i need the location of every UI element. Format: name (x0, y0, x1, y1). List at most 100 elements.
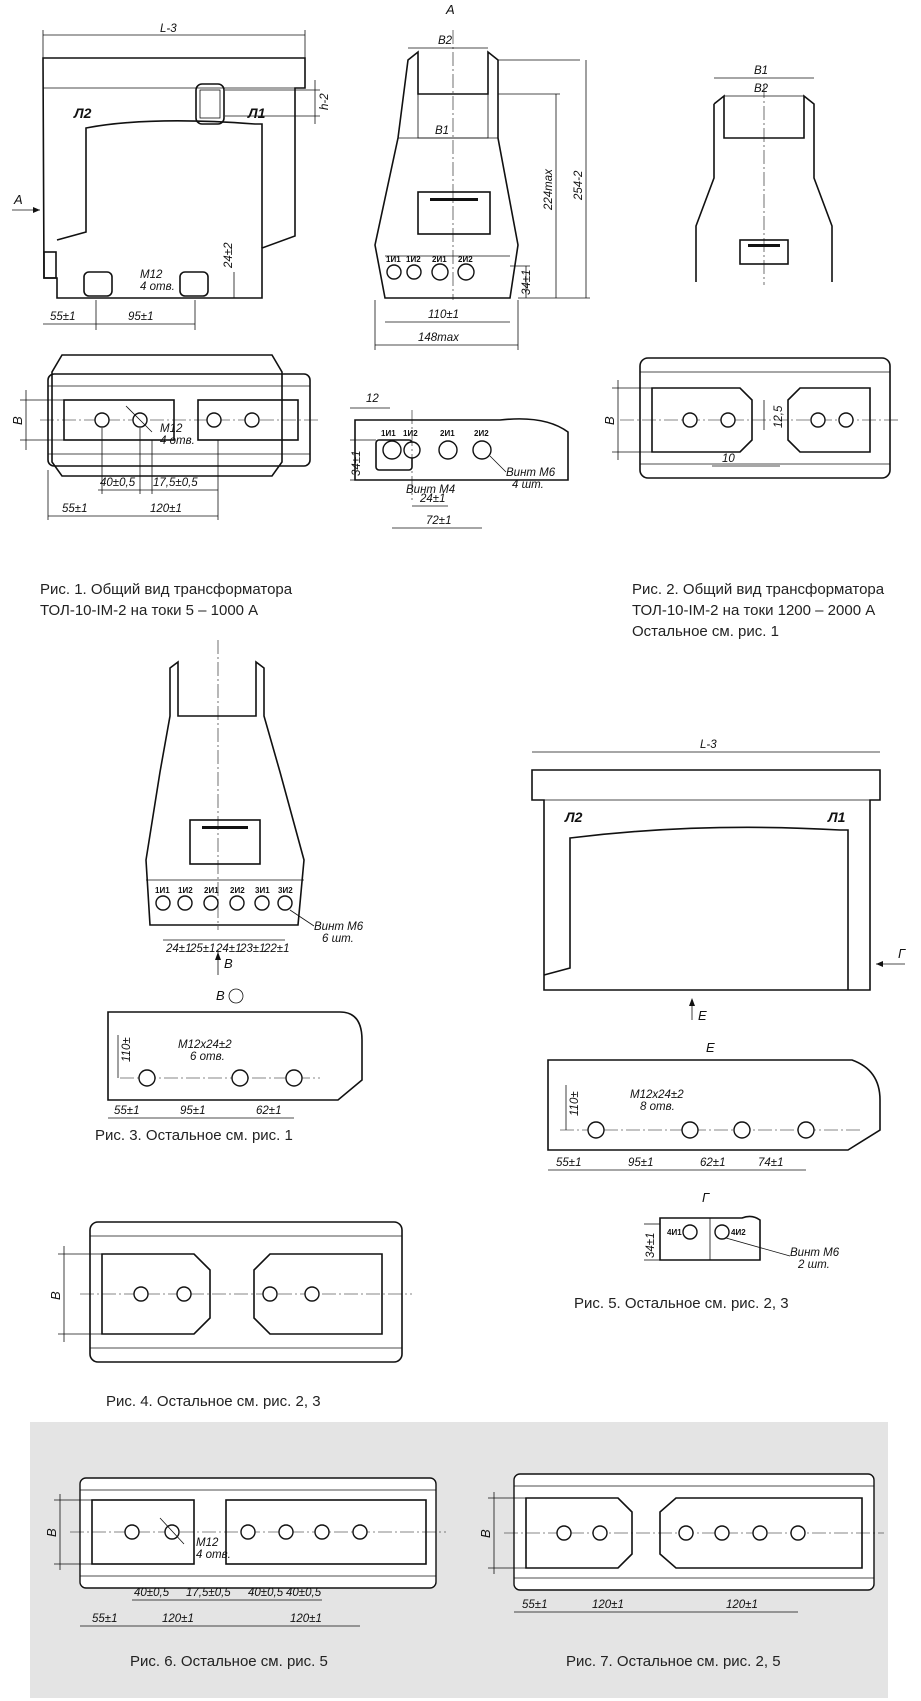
dim-55-top: 55±1 (50, 311, 76, 323)
dim-17-5-fig1: 17,5±0,5 (153, 477, 198, 489)
note-6-holes-fig6: 4 отв. (196, 1549, 231, 1561)
dim-120-fig7-a: 120±1 (592, 1599, 624, 1611)
fig5-bottom-view-E: Е 110± М12х24±2 8 отв. 55±1 95±1 62±1 74… (547, 1040, 881, 1171)
dim-12-5: 12,5 (773, 405, 785, 428)
svg-text:1И1: 1И1 (386, 255, 401, 264)
dim-24-2: 24±2 (223, 242, 235, 269)
dim-B-fig4: В (48, 1291, 63, 1300)
svg-text:4И1: 4И1 (667, 1228, 682, 1237)
fig1-terminal-detail: 12 1И1 1И2 2И1 2И2 Винт М4 Винт М6 4 шт.… (350, 393, 569, 529)
svg-text:2И2: 2И2 (230, 886, 245, 895)
note-2-pcs: 2 шт. (797, 1259, 830, 1271)
dim-24-b: 24±1 (215, 943, 242, 955)
dim-95-top: 95±1 (128, 311, 154, 323)
view-arrow-G: Г (898, 946, 906, 961)
note-screw-m4: Винт М4 (406, 484, 455, 496)
view-title-E: Е (706, 1040, 715, 1055)
caption-fig3: Рис. 3. Остальное см. рис. 1 (95, 1127, 293, 1144)
dim-24-detail: 24±1 (419, 493, 446, 505)
fig4-top-view: В (48, 1221, 412, 1363)
dim-B-fig6: В (44, 1528, 59, 1537)
dim-34-G: 34±1 (645, 1233, 657, 1259)
note-m12: М12 (140, 269, 163, 281)
dim-25: 25±1 (189, 943, 216, 955)
svg-text:2И1: 2И1 (432, 255, 447, 264)
dim-B1: В1 (435, 125, 449, 137)
dim-120-fig7-b: 120±1 (726, 1599, 758, 1611)
dim-12: 12 (366, 393, 379, 405)
note-4-pcs: 4 шт. (512, 479, 544, 491)
fig1-side-view-A: А В2 В1 1И1 1И2 2И1 2И2 224max 254-2 34±… (374, 2, 590, 350)
fig1-top-view: В М12 4 отв. 40±0,5 17,5±0,5 55±1 120±1 (10, 354, 320, 520)
view-arrow-V: В (224, 956, 233, 971)
note-m12x24-fig3: М12х24±2 (178, 1039, 232, 1051)
fig3-side-view: 1И1 1И2 2И1 2И2 3И1 3И2 Винт М6 6 шт. 24… (145, 640, 364, 975)
note-m12x24-fig5: М12х24±2 (630, 1089, 684, 1101)
note-screw-m6-fig3: Винт М6 (314, 921, 364, 933)
svg-text:2И1: 2И1 (204, 886, 219, 895)
dim-B-fig1: В (10, 416, 25, 425)
dim-120-fig6-a: 120±1 (162, 1613, 194, 1625)
svg-text:2И2: 2И2 (474, 429, 489, 438)
caption-fig2-line3: Остальное см. рис. 1 (632, 623, 779, 640)
dim-B1-fig2: В1 (754, 65, 768, 77)
view-arrow-A: А (13, 192, 23, 207)
marking-L1-fig5: Л1 (827, 809, 846, 825)
fig5-front-view: L-3 Л2 Л1 Г Е (531, 739, 906, 1023)
view-title-V: В (216, 988, 225, 1003)
dim-110: 110±1 (428, 309, 459, 321)
dim-55-fig3: 55±1 (114, 1105, 140, 1117)
dim-L-top: L-3 (160, 23, 177, 35)
svg-text:1И1: 1И1 (381, 429, 396, 438)
dim-62-fig3: 62±1 (256, 1105, 282, 1117)
dim-24-a: 24±1 (165, 943, 192, 955)
fig6-top-view: В М12 4 отв. 40±0,5 17,5±0,5 40±0,5 40±0… (44, 1477, 446, 1627)
caption-fig6: Рис. 6. Остальное см. рис. 5 (130, 1653, 328, 1670)
dim-120-fig1: 120±1 (150, 503, 182, 515)
dim-95-fig5: 95±1 (628, 1157, 654, 1169)
note-6-holes: 6 отв. (190, 1051, 225, 1063)
caption-fig2-line1: Рис. 2. Общий вид трансформатора (632, 581, 885, 598)
view-arrow-E: Е (698, 1008, 707, 1023)
svg-text:1И2: 1И2 (178, 886, 193, 895)
fig5-terminal-view-G: Г 4И1 4И2 34±1 Винт М6 2 шт. (644, 1190, 840, 1271)
dim-17-5-fig6: 17,5±0,5 (186, 1587, 231, 1599)
view-title-A: А (445, 2, 455, 17)
svg-text:2И2: 2И2 (458, 255, 473, 264)
dim-B2-fig2: В2 (754, 83, 769, 95)
dim-55-fig7: 55±1 (522, 1599, 548, 1611)
note-m12-fig6: М12 (196, 1537, 219, 1549)
dim-148max: 148max (418, 332, 460, 344)
svg-text:3И2: 3И2 (278, 886, 293, 895)
dim-40-fig6-a: 40±0,5 (134, 1587, 170, 1599)
dim-110-V: 110± (121, 1037, 133, 1062)
dim-74-fig5: 74±1 (758, 1157, 784, 1169)
dim-B-fig2: В (602, 416, 617, 425)
dim-34-detail: 34±1 (351, 451, 363, 477)
dim-L-fig5: L-3 (700, 739, 717, 751)
caption-fig7: Рис. 7. Остальное см. рис. 2, 5 (566, 1653, 781, 1670)
dim-34-side: 34±1 (521, 270, 533, 296)
fig1-front-view: L-3 Л2 Л1 А h-2 24±2 М12 4 отв. 55±1 95±… (12, 23, 331, 330)
svg-text:2И1: 2И1 (440, 429, 455, 438)
caption-fig5: Рис. 5. Остальное см. рис. 2, 3 (574, 1295, 789, 1312)
fig2-top-view: В 12,5 10 (602, 357, 900, 479)
note-8-holes: 8 отв. (640, 1101, 675, 1113)
caption-fig1-line1: Рис. 1. Общий вид трансформатора (40, 581, 293, 598)
fig7-top-view: В 55±1 120±1 120±1 (478, 1473, 884, 1613)
note-screw-m6-fig1: Винт М6 (506, 467, 556, 479)
dim-72: 72±1 (426, 515, 452, 527)
dim-55-fig6: 55±1 (92, 1613, 118, 1625)
dim-110-E: 110± (569, 1091, 581, 1116)
caption-fig1-line2: ТОЛ-10-IM-2 на токи 5 – 1000 А (40, 602, 259, 619)
dim-55-fig1-top: 55±1 (62, 503, 88, 515)
view-title-G: Г (702, 1190, 710, 1205)
svg-text:1И2: 1И2 (403, 429, 418, 438)
svg-text:4И2: 4И2 (731, 1228, 746, 1237)
dim-120-fig6-b: 120±1 (290, 1613, 322, 1625)
note-4-holes-top: 4 отв. (160, 435, 195, 447)
note-6-pcs: 6 шт. (322, 933, 354, 945)
dim-95-fig3: 95±1 (180, 1105, 206, 1117)
fig2-side-view: В1 В2 (695, 65, 833, 285)
fig3-bottom-view-V: В 110± М12х24±2 6 отв. 55±1 95±1 62±1 (107, 988, 363, 1119)
